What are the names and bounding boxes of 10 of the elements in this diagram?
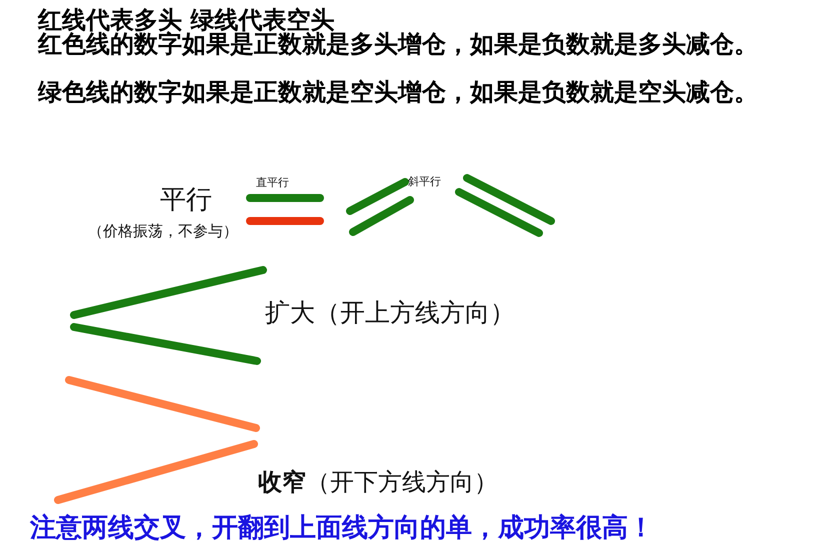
label: 平行 xyxy=(160,184,212,217)
label: 收窄（开下方线方向） xyxy=(258,466,498,498)
note-text: 绿色线的数字如果是正数就是空头增仓，如果是负数就是空头减仓。 xyxy=(38,80,759,104)
label: 斜平行 xyxy=(408,174,441,189)
label: 扩大（开上方线方向） xyxy=(265,297,515,329)
note-text: 注意两线交叉，开翻到上面线方向的单，成功率很高！ xyxy=(30,512,654,545)
label: （价格振荡，不参与） xyxy=(88,222,238,241)
note-text: 红色线的数字如果是正数就是多头增仓，如果是负数就是多头减仓。 xyxy=(38,32,759,56)
note-text: 红线代表多头 绿线代表空头 xyxy=(38,8,334,32)
label: 直平行 xyxy=(256,175,289,190)
